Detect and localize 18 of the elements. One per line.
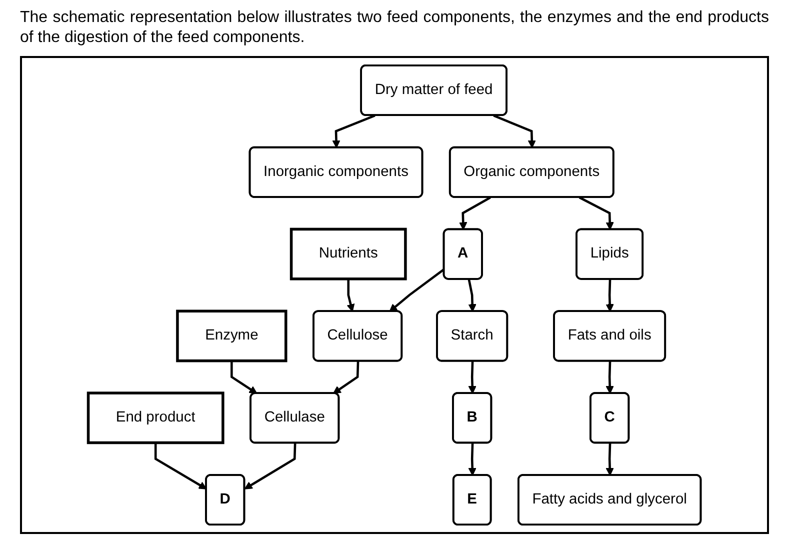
process-box: E — [452, 474, 492, 526]
process-box: B — [452, 392, 492, 444]
process-box: Cellulase — [250, 392, 340, 444]
process-box: D — [205, 474, 246, 526]
process-box: C — [590, 392, 630, 444]
process-box: Cellulose — [312, 310, 403, 362]
process-box: Inorganic components — [248, 146, 424, 198]
process-box: Fats and oils — [553, 310, 666, 362]
process-box: End product — [86, 392, 224, 444]
process-box: Lipids — [576, 228, 644, 280]
process-box: Dry matter of feed — [360, 64, 508, 116]
process-box: Enzyme — [176, 310, 288, 362]
process-box: A — [442, 228, 483, 280]
process-box: Nutrients — [290, 228, 407, 280]
title: The schematic representation below illustrates two feed components, the enzymes and the end products of the digestion of the feed components. — [20, 8, 769, 48]
process-box: Organic components — [448, 146, 614, 198]
process-box: Starch — [436, 310, 508, 362]
process-box: Fatty acids and glycerol — [518, 474, 702, 526]
